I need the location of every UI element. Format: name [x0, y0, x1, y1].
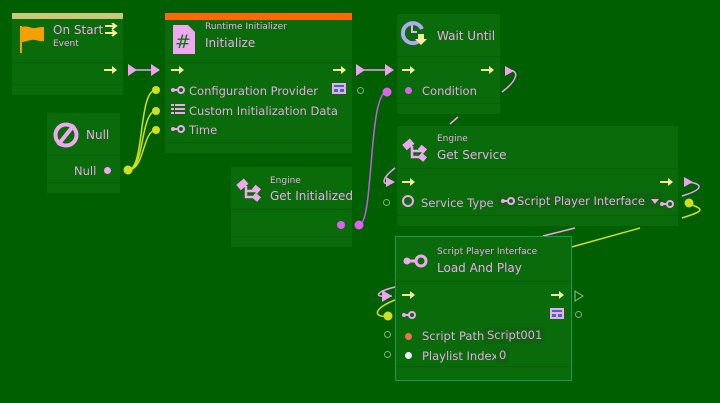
- node-title: Get Service: [437, 148, 507, 162]
- null-icon: [53, 122, 79, 148]
- node-header: Null: [47, 113, 120, 156]
- input-label-condition: Condition: [422, 84, 477, 98]
- interface-port-icon: [171, 125, 185, 133]
- input-label-service-type: Service Type: [421, 196, 494, 210]
- object-wire-null-initialize[interactable]: [123, 86, 161, 175]
- node-footer: [397, 215, 678, 226]
- type-port-icon: [402, 195, 414, 207]
- flow-input-port[interactable]: [171, 65, 185, 75]
- flow-multi-icon: [105, 23, 118, 37]
- interface-target-port-icon: [402, 311, 416, 319]
- node-title: On Start: [53, 23, 104, 37]
- script-path-connector[interactable]: [384, 331, 391, 338]
- node-title: Get Initialized: [270, 189, 354, 203]
- engine-icon: [402, 138, 427, 162]
- node-footer: [397, 103, 500, 114]
- playlist-index-field[interactable]: 0: [496, 347, 510, 364]
- flag-icon: [20, 26, 44, 53]
- input-label-time: Time: [189, 123, 218, 137]
- input-label-playlist-index: Playlist Index: [422, 349, 499, 363]
- string-port: [405, 333, 412, 340]
- service-type-dropdown[interactable]: Script Player Interface: [497, 193, 663, 209]
- list-icon: [171, 104, 185, 114]
- node-subtitle: Runtime Initializer: [205, 22, 287, 32]
- service-type-connector[interactable]: [383, 199, 390, 206]
- node-footer: [12, 84, 123, 95]
- engine-icon: [236, 178, 261, 202]
- output-label: Null: [74, 164, 97, 178]
- node-subtitle: Event: [53, 39, 79, 49]
- initialize-result-port[interactable]: [357, 87, 364, 94]
- input-label-script-path: Script Path: [422, 329, 485, 343]
- node-title: Wait Until: [437, 29, 496, 43]
- event-color-bar: [12, 13, 123, 19]
- flow-wire-getservice-loadandplay[interactable]: [377, 177, 700, 302]
- node-header: Wait Until: [397, 14, 500, 57]
- script-color-bar: [165, 13, 352, 20]
- flow-wire-waituntil-getservice[interactable]: [383, 66, 517, 187]
- on-start-node[interactable]: On Start Event: [12, 13, 123, 95]
- node-footer: [47, 182, 120, 193]
- hash-script-icon: #: [173, 25, 195, 54]
- get-service-node[interactable]: Engine Get Service Service Type Script P…: [397, 126, 678, 226]
- condition-port: [405, 87, 412, 94]
- node-footer: [165, 142, 352, 153]
- chevron-down-icon: [650, 199, 659, 204]
- node-header: On Start Event: [12, 19, 123, 63]
- service-type-value: Script Player Interface: [517, 194, 645, 208]
- result-output-connector[interactable]: [575, 311, 582, 318]
- input-label-custom-initialization-data: Custom Initialization Data: [189, 104, 338, 118]
- flow-output-empty-port[interactable]: [574, 290, 584, 302]
- input-label-configuration-provider: Configuration Provider: [189, 84, 318, 98]
- runtime-result-icon[interactable]: [550, 308, 564, 319]
- node-subtitle: Script Player Interface: [437, 247, 538, 257]
- flow-output-port[interactable]: [660, 177, 674, 187]
- interface-port-icon: [171, 86, 185, 94]
- null-node[interactable]: Null Null: [47, 113, 120, 193]
- playlist-index-connector[interactable]: [384, 351, 391, 358]
- node-title: Load And Play: [437, 261, 522, 275]
- node-subtitle: Engine: [270, 176, 301, 186]
- flow-output-port[interactable]: [481, 65, 495, 75]
- node-header: Script Player Interface Load And Play: [396, 237, 571, 282]
- node-footer: [396, 366, 571, 380]
- interface-icon: [403, 254, 428, 268]
- clock-wait-icon: [401, 21, 427, 46]
- flow-input-port[interactable]: [402, 177, 416, 187]
- flow-input-port[interactable]: [402, 65, 416, 75]
- node-header: # Runtime Initializer Initialize: [165, 20, 352, 63]
- node-footer: [231, 236, 352, 247]
- object-wire-service-target[interactable]: [376, 198, 701, 321]
- node-header: Engine Get Initialized: [231, 167, 354, 210]
- bool-wire-getinitialized-condition[interactable]: [354, 87, 392, 230]
- script-path-field[interactable]: Script001: [484, 327, 546, 344]
- node-title: Initialize: [205, 36, 256, 50]
- wait-until-node[interactable]: Wait Until Condition: [397, 14, 500, 114]
- bool-output-port[interactable]: [337, 221, 345, 229]
- runtime-result-icon[interactable]: [332, 83, 346, 94]
- int-port: [405, 352, 412, 359]
- flow-wire-initialize-waituntil[interactable]: [356, 64, 394, 76]
- node-subtitle: Engine: [437, 134, 468, 144]
- get-initialized-node[interactable]: Engine Get Initialized: [231, 167, 354, 247]
- initialize-node[interactable]: # Runtime Initializer Initialize Configu…: [165, 13, 352, 153]
- interface-port-icon: [501, 197, 515, 205]
- svg-text:#: #: [175, 31, 191, 53]
- flow-output-port[interactable]: [551, 290, 565, 300]
- node-header: Engine Get Service: [397, 126, 678, 169]
- node-title: Null: [86, 128, 110, 142]
- load-and-play-node[interactable]: Script Player Interface Load And Play Sc…: [395, 236, 572, 381]
- flow-input-port[interactable]: [402, 290, 416, 300]
- flow-wire-onstart-initialize[interactable]: [128, 64, 160, 76]
- null-output-port[interactable]: [104, 167, 111, 174]
- interface-output-port[interactable]: [660, 200, 674, 208]
- flow-output-port[interactable]: [104, 65, 118, 75]
- flow-output-port[interactable]: [333, 65, 347, 75]
